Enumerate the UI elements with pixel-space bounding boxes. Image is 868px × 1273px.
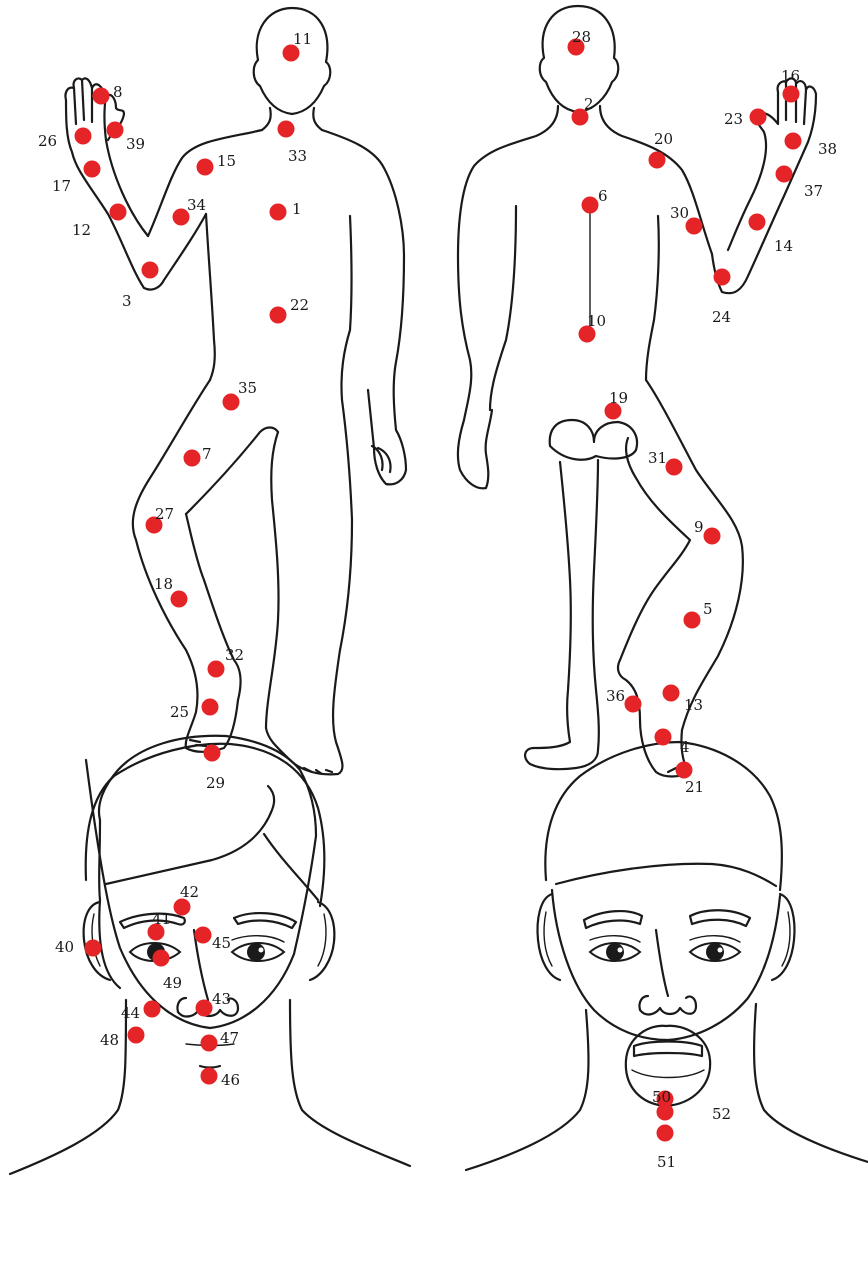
- point-label-19: 19: [609, 389, 628, 407]
- point-marker-4: [655, 729, 672, 746]
- point-label-47: 47: [220, 1029, 239, 1047]
- point-label-21: 21: [685, 778, 704, 796]
- point-label-45: 45: [212, 934, 231, 952]
- point-label-27: 27: [155, 505, 174, 523]
- point-label-48: 48: [100, 1031, 119, 1049]
- point-marker-52: [657, 1104, 674, 1121]
- point-marker-17: [84, 161, 101, 178]
- point-marker-31: [666, 459, 683, 476]
- point-marker-51: [657, 1125, 674, 1142]
- point-label-52: 52: [712, 1105, 731, 1123]
- point-label-41: 41: [152, 910, 171, 928]
- point-label-46: 46: [221, 1071, 240, 1089]
- point-label-31: 31: [648, 449, 667, 467]
- point-label-16: 16: [781, 67, 800, 85]
- point-label-9: 9: [694, 518, 704, 536]
- point-label-4: 4: [680, 738, 690, 756]
- point-label-18: 18: [154, 575, 173, 593]
- point-marker-21: [676, 762, 693, 779]
- point-label-25: 25: [170, 703, 189, 721]
- point-label-8: 8: [113, 83, 123, 101]
- point-marker-7: [184, 450, 201, 467]
- point-label-40: 40: [55, 938, 74, 956]
- point-marker-16: [783, 86, 800, 103]
- point-marker-45: [195, 927, 212, 944]
- point-label-15: 15: [217, 152, 236, 170]
- point-marker-18: [171, 591, 188, 608]
- point-marker-29: [204, 745, 221, 762]
- point-marker-14: [749, 214, 766, 231]
- point-label-37: 37: [804, 182, 823, 200]
- point-marker-37: [776, 166, 793, 183]
- point-marker-35: [223, 394, 240, 411]
- point-marker-48: [128, 1027, 145, 1044]
- point-label-5: 5: [703, 600, 713, 618]
- point-marker-32: [208, 661, 225, 678]
- point-label-2: 2: [584, 95, 594, 113]
- point-marker-46: [201, 1068, 218, 1085]
- point-marker-8: [93, 88, 110, 105]
- point-marker-12: [110, 204, 127, 221]
- point-label-20: 20: [654, 130, 673, 148]
- point-label-49: 49: [163, 974, 182, 992]
- point-label-51: 51: [657, 1153, 676, 1171]
- point-marker-3: [142, 262, 159, 279]
- point-marker-26: [75, 128, 92, 145]
- point-marker-47: [201, 1035, 218, 1052]
- point-label-39: 39: [126, 135, 145, 153]
- point-label-13: 13: [684, 696, 703, 714]
- point-label-43: 43: [212, 990, 231, 1008]
- point-marker-39: [107, 122, 124, 139]
- point-label-12: 12: [72, 221, 91, 239]
- point-marker-43: [196, 1000, 213, 1017]
- point-marker-25: [202, 699, 219, 716]
- point-marker-24: [714, 269, 731, 286]
- point-marker-15: [197, 159, 214, 176]
- point-label-33: 33: [288, 147, 307, 165]
- point-label-14: 14: [774, 237, 793, 255]
- point-label-26: 26: [38, 132, 57, 150]
- point-marker-22: [270, 307, 287, 324]
- point-marker-6: [582, 197, 599, 214]
- point-label-24: 24: [712, 308, 731, 326]
- point-marker-13: [663, 685, 680, 702]
- point-marker-20: [649, 152, 666, 169]
- point-label-22: 22: [290, 296, 309, 314]
- point-label-7: 7: [202, 445, 212, 463]
- point-label-11: 11: [293, 30, 312, 48]
- point-label-50: 50: [652, 1088, 671, 1106]
- point-label-36: 36: [606, 687, 625, 705]
- point-marker-33: [278, 121, 295, 138]
- point-label-35: 35: [238, 379, 257, 397]
- point-label-32: 32: [225, 646, 244, 664]
- point-label-3: 3: [122, 292, 132, 310]
- point-marker-36: [625, 696, 642, 713]
- point-label-17: 17: [52, 177, 71, 195]
- point-marker-38: [785, 133, 802, 150]
- point-label-10: 10: [587, 312, 606, 330]
- point-label-1: 1: [292, 200, 302, 218]
- point-marker-23: [750, 109, 767, 126]
- point-label-6: 6: [598, 187, 608, 205]
- point-label-42: 42: [180, 883, 199, 901]
- point-label-30: 30: [670, 204, 689, 222]
- point-label-38: 38: [818, 140, 837, 158]
- point-label-34: 34: [187, 196, 206, 214]
- point-markers: [75, 39, 802, 1142]
- point-marker-40: [85, 940, 102, 957]
- point-marker-42: [174, 899, 191, 916]
- point-label-29: 29: [206, 774, 225, 792]
- point-label-28: 28: [572, 28, 591, 46]
- point-marker-5: [684, 612, 701, 629]
- point-label-44: 44: [121, 1004, 140, 1022]
- point-marker-9: [704, 528, 721, 545]
- point-label-23: 23: [724, 110, 743, 128]
- point-marker-49: [153, 950, 170, 967]
- point-marker-1: [270, 204, 287, 221]
- point-marker-44: [144, 1001, 161, 1018]
